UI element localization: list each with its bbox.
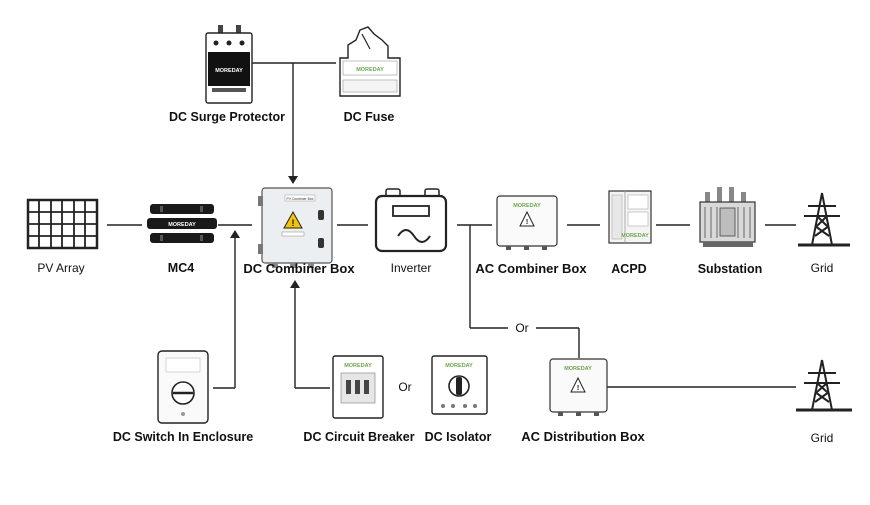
acpd-icon: MOREDAY	[608, 190, 652, 244]
mc4-connector-icon: MOREDAY	[147, 204, 217, 243]
ac-combiner-box-icon: MOREDAY !	[496, 195, 558, 250]
label-dc-fuse: DC Fuse	[344, 110, 395, 124]
label-ac-combiner-box: AC Combiner Box	[475, 261, 587, 276]
connector-lines	[107, 62, 796, 389]
breaker-brand: MOREDAY	[344, 363, 372, 369]
substation-icon	[699, 187, 756, 247]
arrow-down	[288, 176, 298, 184]
label-dc-circuit-breaker: DC Circuit Breaker	[303, 430, 414, 444]
ac-dist-brand: MOREDAY	[564, 366, 592, 372]
mc4-brand: MOREDAY	[168, 222, 196, 228]
acpd-brand: MOREDAY	[621, 233, 649, 239]
ac-combiner-brand: MOREDAY	[513, 203, 541, 209]
label-ac-distribution-box: AC Distribution Box	[521, 429, 645, 444]
transmission-tower-bottom-icon	[796, 359, 852, 412]
inverter-icon	[374, 188, 448, 253]
dc-combiner-box-icon: PV Combiner Box !	[258, 187, 333, 268]
surge-brand: MOREDAY	[215, 68, 243, 74]
isolator-brand: MOREDAY	[445, 363, 473, 369]
svg-text:!: !	[292, 218, 295, 228]
dc-circuit-breaker-icon: MOREDAY	[332, 355, 384, 419]
dc-isolator-icon: MOREDAY	[431, 355, 488, 415]
label-or-ac: Or	[515, 321, 528, 335]
label-inverter: Inverter	[391, 261, 432, 275]
label-dc-isolator: DC Isolator	[425, 430, 492, 444]
svg-text:!: !	[526, 219, 528, 226]
label-dc-combiner-box: DC Combiner Box	[243, 261, 355, 276]
fuse-brand: MOREDAY	[356, 67, 384, 73]
label-dc-surge-protector: DC Surge Protector	[169, 110, 285, 124]
label-or-dc: Or	[398, 380, 411, 394]
label-grid-bottom: Grid	[811, 431, 834, 445]
dc-fuse-icon: MOREDAY	[339, 26, 401, 97]
label-acpd: ACPD	[611, 262, 646, 276]
label-substation: Substation	[698, 262, 763, 276]
label-grid-top: Grid	[811, 261, 834, 275]
arrow-up-breaker	[290, 280, 300, 288]
dc-surge-protector-icon: MOREDAY	[205, 25, 253, 104]
label-mc4: MC4	[168, 261, 194, 275]
dc-switch-enclosure-icon	[157, 350, 209, 424]
svg-text:!: !	[577, 385, 579, 392]
combiner-plate-text: PV Combiner Box	[287, 197, 314, 201]
label-dc-switch-enclosure: DC Switch In Enclosure	[113, 430, 253, 444]
transmission-tower-icon	[798, 192, 850, 247]
ac-distribution-box-icon: MOREDAY !	[549, 358, 608, 416]
pv-array-icon	[26, 198, 99, 250]
label-pv-array: PV Array	[37, 261, 84, 275]
arrow-up-switch	[230, 230, 240, 238]
